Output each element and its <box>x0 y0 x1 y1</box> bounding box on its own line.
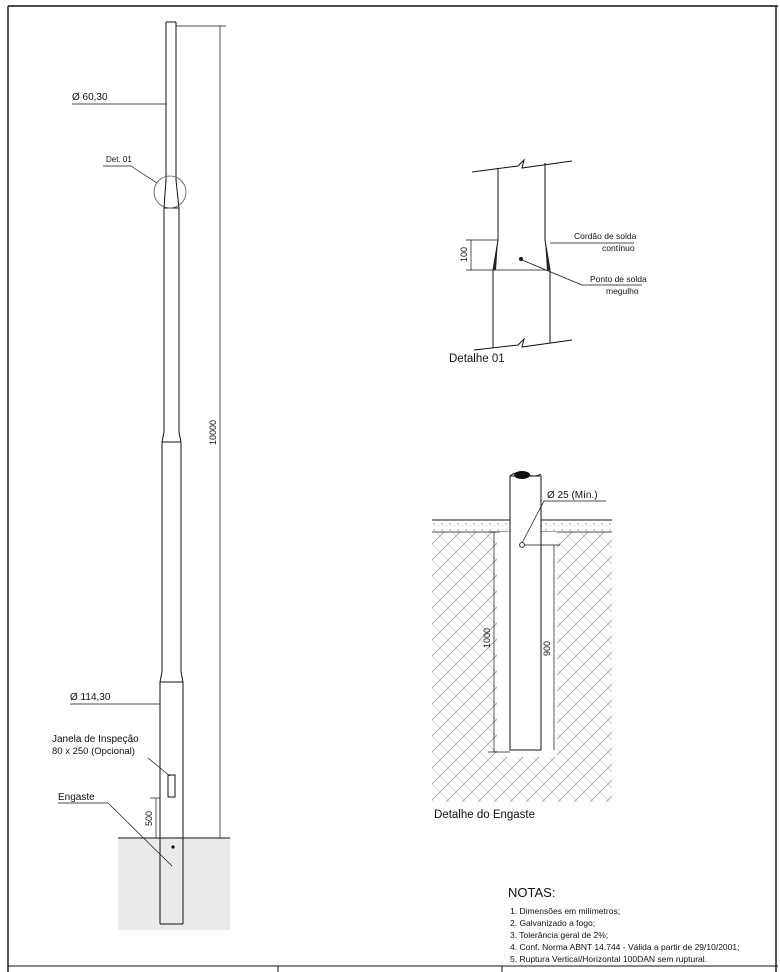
weld-cord-label-line1: Cordão de solda <box>574 231 637 241</box>
inspection-window-label-line1: Janela de Inspeção <box>52 734 139 745</box>
detail-01-marker-circle <box>153 175 187 209</box>
detail-01: 100 Cordão de solda contínuo Ponto de so… <box>449 158 647 365</box>
drain-hole <box>519 542 525 548</box>
note-item-5: 5. Ruptura Vertical/Horizontal 100DAN se… <box>510 954 707 964</box>
top-diameter-label: Ø 60,30 <box>72 92 108 103</box>
drain-hole-label: Ø 25 (Mín.) <box>547 490 598 501</box>
notes-title: NOTAS: <box>508 885 555 900</box>
inspection-window-label-line2: 80 x 250 (Opcional) <box>52 746 135 757</box>
note-item-4: 4. Conf. Norma ABNT 14.744 - Válida a pa… <box>510 942 739 952</box>
detail-embed-title: Detalhe do Engaste <box>434 809 535 821</box>
note-item-3: 3. Tolerância geral de 2%; <box>510 930 608 940</box>
pole-height-dim: 10000 <box>208 420 218 445</box>
ground-hole <box>171 845 175 849</box>
embed-pipe <box>509 475 542 751</box>
sheet-border <box>7 5 778 972</box>
note-item-2: 2. Galvanizado a fogo; <box>510 918 595 928</box>
embed-total-depth-dim: 1000 <box>482 628 492 648</box>
inspection-window <box>167 774 176 798</box>
detail-01-ref-label: Det. 01 <box>106 155 132 164</box>
main-pole: Det. 01 Ø 60,30 Ø 114,30 Janela de Inspe… <box>52 21 230 930</box>
detail-embed: Ø 25 (Mín.) 1000 900 Detalhe do Engaste <box>432 471 612 821</box>
detail-01-dim: 100 <box>459 247 469 262</box>
detail-01-title: Detalhe 01 <box>449 353 505 365</box>
weld-point-label-line1: Ponto de solda <box>590 274 647 284</box>
ground-block <box>118 838 230 930</box>
embed-label: Engaste <box>58 792 95 803</box>
note-item-1: 1. Dimensões em milímetros; <box>510 906 620 916</box>
weld-point-label-line2: megulho <box>606 286 639 296</box>
weld-cord-label-line2: contínuo <box>602 243 635 253</box>
bottom-diameter-label: Ø 114,30 <box>70 692 111 703</box>
embed-hole-depth-dim: 900 <box>542 641 552 656</box>
notes-block: NOTAS: 1. Dimensões em milímetros; 2. Ga… <box>508 885 739 964</box>
embed-depth-dim: 500 <box>144 811 154 826</box>
